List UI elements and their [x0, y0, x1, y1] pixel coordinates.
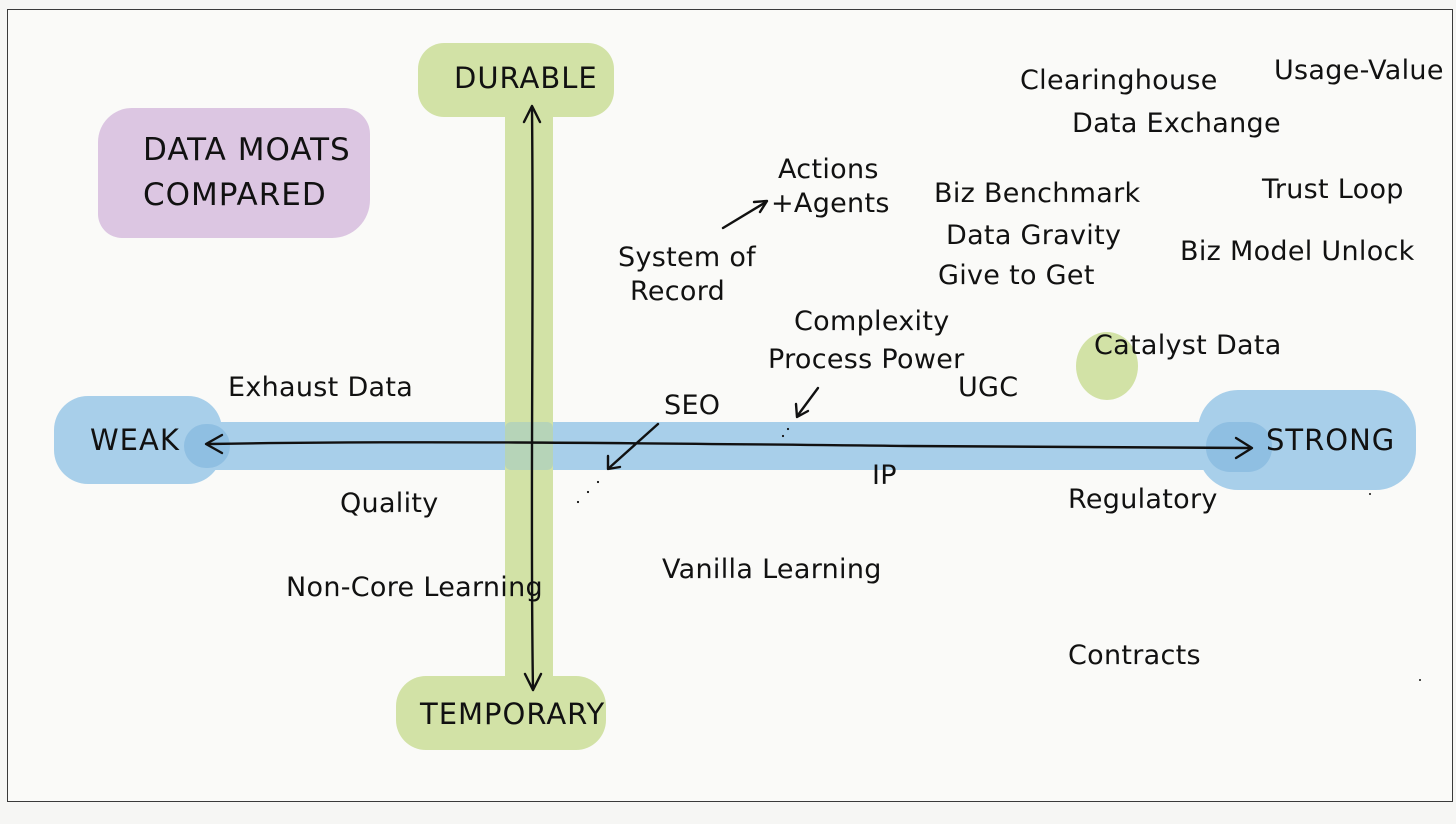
weak-dot [184, 424, 230, 468]
temporary-highlight [396, 676, 606, 750]
label-usage-value: Usage-Value [1274, 55, 1444, 86]
axis-intersection [505, 422, 553, 470]
vertical-axis-band [505, 70, 553, 710]
label-data-gravity: Data Gravity [946, 220, 1122, 251]
diagram-title: DATA MOATS COMPARED [98, 108, 370, 238]
label-biz-benchmark: Biz Benchmark [934, 178, 1141, 209]
strong-arrowhead [1234, 436, 1254, 460]
label-exhaust-data: Exhaust Data [228, 372, 414, 403]
horizontal-axis-line [206, 441, 1252, 450]
axis-arrows [204, 104, 1421, 692]
label-seo: SEO [664, 390, 721, 421]
label-trust-loop: Trust Loop [1262, 174, 1404, 205]
label-system-of: System of [618, 242, 756, 273]
label-catalyst-data: Catalyst Data [1094, 330, 1282, 361]
seo-arrow [607, 422, 660, 470]
label-contracts: Contracts [1068, 640, 1201, 671]
axis-label-durable: DURABLE [454, 61, 598, 95]
label-ip: IP [872, 460, 897, 491]
label-clearinghouse: Clearinghouse [1020, 65, 1218, 96]
system-to-actions-arrow [721, 200, 768, 230]
label-data-exchange: Data Exchange [1072, 108, 1281, 139]
label-process-power: Process Power [768, 344, 965, 375]
durable-arrowhead [522, 104, 542, 124]
title-line-2: COMPARED [143, 177, 327, 213]
label-record: Record [630, 276, 726, 307]
label-regulatory: Regulatory [1068, 484, 1218, 515]
process-power-arrow [796, 386, 820, 417]
temporary-arrowhead [523, 672, 543, 692]
axis-label-temporary: TEMPORARY [420, 697, 606, 731]
label-complexity: Complexity [794, 306, 950, 337]
label-non-core-learning: Non-Core Learning [286, 572, 543, 603]
label-give-to-get: Give to Get [938, 260, 1095, 291]
axis-label-strong: STRONG [1266, 423, 1396, 457]
label-actions: Actions [778, 154, 879, 185]
label-quality: Quality [340, 488, 439, 519]
label-vanilla-learning: Vanilla Learning [662, 554, 882, 585]
vertical-axis-line [530, 106, 535, 692]
label-ugc: UGC [958, 372, 1019, 403]
catalyst-data-dot [1076, 332, 1138, 400]
label-agents: +Agents [771, 188, 890, 219]
horizontal-axis-band [56, 422, 1416, 470]
title-line-1: DATA MOATS [143, 132, 351, 169]
label-biz-model-unlock: Biz Model Unlock [1180, 236, 1415, 267]
axis-label-weak: WEAK [90, 423, 180, 457]
diagram-canvas: DATA MOATS COMPARED [7, 9, 1453, 802]
weak-arrowhead [204, 433, 224, 455]
durable-highlight [418, 43, 614, 117]
